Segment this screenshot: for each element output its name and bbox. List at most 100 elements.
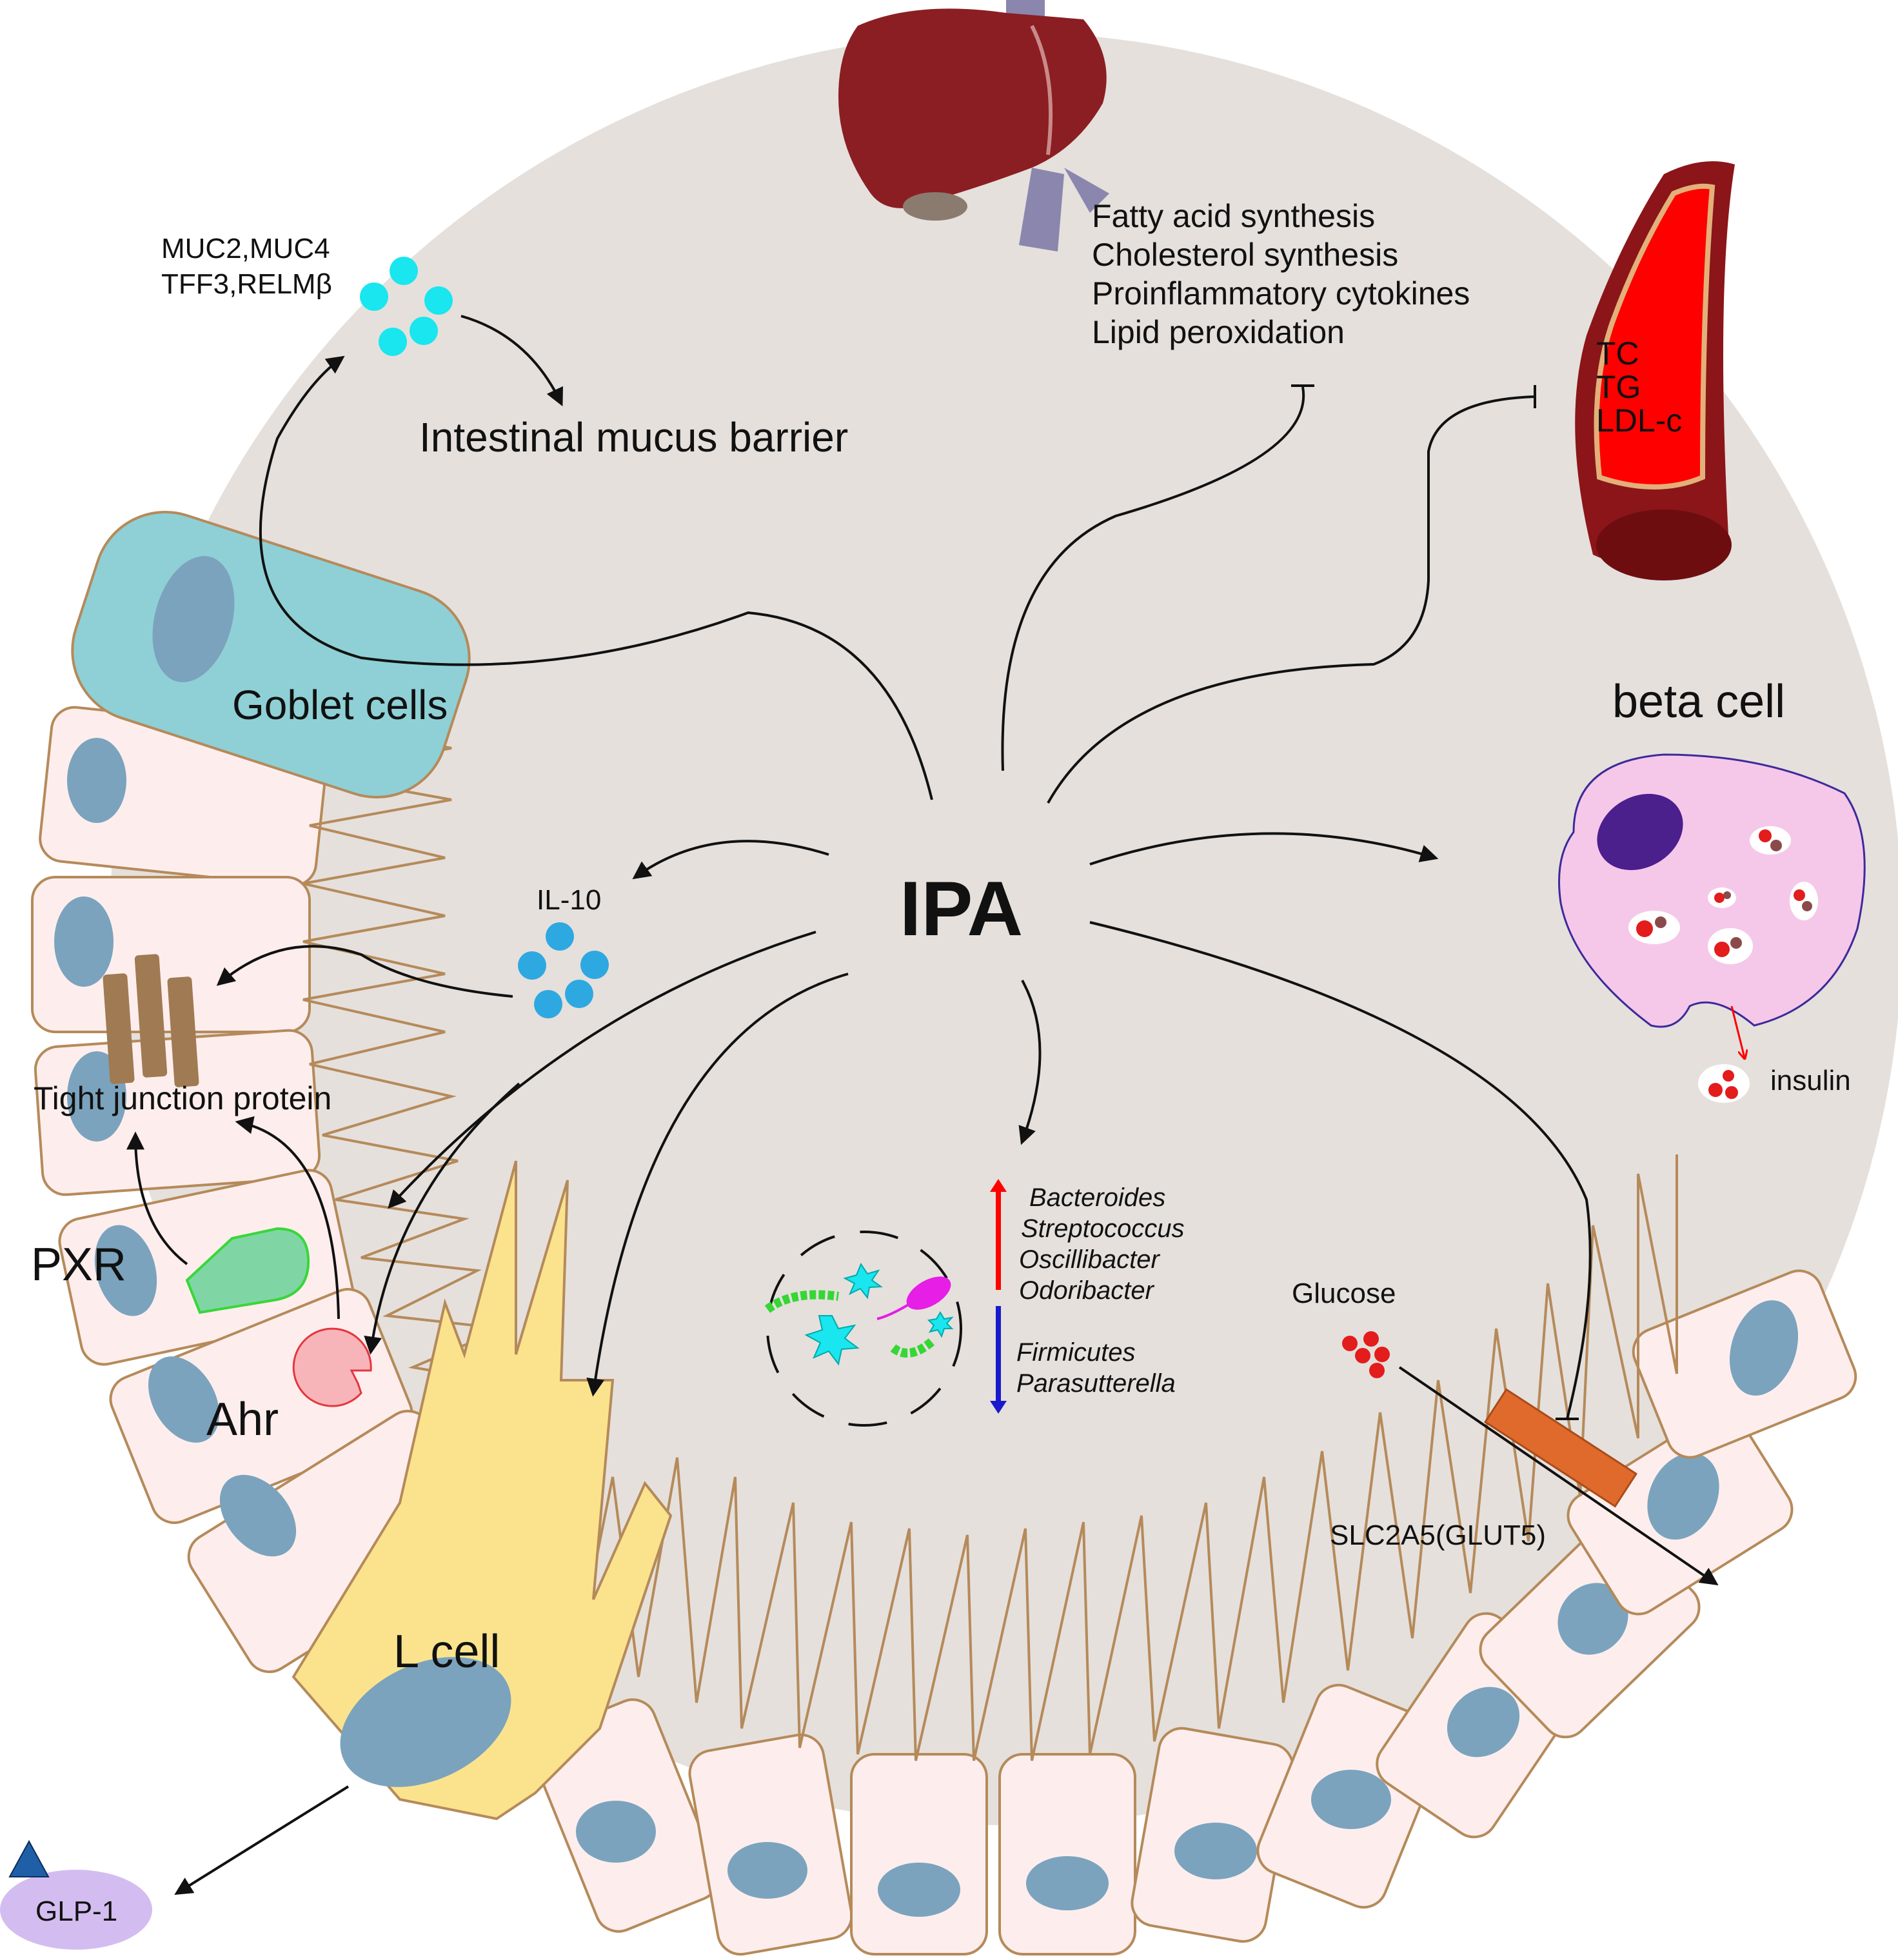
glut5-transporter (1483, 1388, 1638, 1508)
il10-dot (580, 951, 609, 979)
arrow-ipa-to-mucins (259, 355, 933, 800)
vessel-label: TC (1596, 335, 1639, 371)
insulin-granule-released (1698, 1064, 1750, 1103)
beta-cell-label: beta cell (1612, 676, 1785, 728)
arrow-ipa-to-pxr (388, 931, 816, 1209)
liver-effect-label: Lipid peroxidation (1092, 314, 1345, 350)
glp1-triangle (8, 1839, 50, 1877)
nucleus (148, 1356, 219, 1443)
liver-effect-label: Cholesterol synthesis (1092, 237, 1398, 273)
tight-junction-protein: Tight junction protein (34, 954, 331, 1116)
pxr-receptor: PXR (31, 1227, 310, 1314)
mucin-dot (379, 328, 407, 356)
increased-taxon: Odoribacter (1019, 1276, 1155, 1305)
bacterium (804, 1315, 860, 1366)
enterocyte (688, 1733, 853, 1956)
il10-dot (546, 922, 574, 951)
bacterium (764, 1290, 839, 1313)
arrow-ipa-to-beta (1089, 832, 1439, 866)
nucleus (1311, 1770, 1391, 1829)
mucin-dot (424, 286, 453, 315)
glucose-transport: Glucose SLC2A5(GLUT5) (1292, 1278, 1719, 1586)
nucleus (67, 738, 126, 823)
arrow-l-cell-to-glp1 (174, 1785, 350, 1895)
vessel-label: LDL-c (1596, 402, 1682, 439)
arrow-pxr-to-tight-junction (126, 1131, 188, 1265)
inhibit-liver-effects (1001, 386, 1305, 771)
barrier-label: Intestinal mucus barrier (419, 414, 848, 460)
nucleus (1447, 1687, 1520, 1757)
liver-effect-label: Fatty acid synthesis (1092, 198, 1375, 234)
bacterium (906, 1276, 951, 1310)
il10-dot (565, 980, 593, 1008)
glucose-uptake-arrow (1398, 1366, 1719, 1586)
insulin-label: insulin (1770, 1065, 1851, 1096)
decreased-taxon: Parasutterella (1016, 1369, 1176, 1398)
glucose-dot (1374, 1347, 1390, 1362)
mucins-line2: TFF3,RELMβ (161, 268, 332, 300)
epithelium-bottom (531, 1269, 1857, 1956)
arrow-mucins-to-barrier (460, 315, 564, 407)
liver-effect-label: Proinflammatory cytokines (1092, 275, 1470, 312)
mucin-dot (360, 282, 388, 311)
goblet-cells-label: Goblet cells (232, 682, 448, 728)
il10-label: IL-10 (537, 884, 601, 916)
liver (838, 0, 1109, 252)
microbiota (764, 1231, 962, 1427)
enterocyte (531, 1698, 720, 1933)
il10-dot (534, 990, 562, 1018)
nucleus (727, 1842, 807, 1899)
glp1-label: GLP-1 (35, 1896, 117, 1927)
l-cell-label: L cell (393, 1626, 500, 1678)
nucleus (878, 1863, 960, 1917)
decreased-taxon: Firmicutes (1016, 1338, 1135, 1367)
l-cell-nucleus (340, 1657, 511, 1787)
beta-cell: beta cell insulin (1558, 676, 1866, 1103)
goblet-cell: Goblet cells (71, 510, 471, 799)
tight-junction-label: Tight junction protein (34, 1080, 331, 1116)
il10: IL-10 (518, 884, 609, 1018)
arrow-ipa-to-il10 (632, 840, 829, 880)
blood-vessel: TC TG LDL-c (1575, 161, 1735, 580)
inhibit-vessel (1047, 395, 1536, 804)
glp1: GLP-1 (0, 1839, 152, 1950)
il10-dot (518, 951, 546, 980)
ipa-label: IPA (900, 866, 1023, 952)
mucin-dot (410, 317, 438, 345)
bacterium (927, 1311, 954, 1338)
l-cell: L cell (292, 1160, 673, 1821)
nucleus (219, 1474, 297, 1557)
nucleus (1647, 1452, 1719, 1540)
bacterium (890, 1338, 935, 1358)
glucose-dot (1363, 1331, 1379, 1347)
mucins-line1: MUC2,MUC4 (161, 233, 330, 264)
enterocyte (31, 876, 311, 1033)
insulin-release-arrow (1730, 1005, 1745, 1058)
mucins: MUC2,MUC4 TFF3,RELMβ (161, 233, 453, 356)
enterocyte (850, 1753, 988, 1955)
increased-taxon: Oscillibacter (1019, 1245, 1161, 1274)
enterocyte (998, 1753, 1136, 1955)
bacterium (843, 1262, 883, 1300)
nucleus (1026, 1856, 1109, 1910)
microbiota-boundary (766, 1231, 962, 1427)
microbiota-changes: Bacteroides Streptococcus Oscillibacter … (990, 1179, 1184, 1414)
arrow-ahr-to-tight-junction (235, 1116, 340, 1320)
enterocyte (1632, 1269, 1857, 1459)
nucleus (54, 896, 114, 987)
nucleus (1729, 1300, 1799, 1396)
arrow-ipa-to-ahr (364, 1082, 520, 1355)
arrow-il10-to-tight-junction (216, 945, 513, 998)
glucose-dot (1369, 1363, 1385, 1378)
vessel-label: TG (1596, 369, 1641, 405)
inhibit-glut5 (1089, 921, 1592, 1420)
transporter-label: SLC2A5(GLUT5) (1330, 1519, 1546, 1551)
ahr-label: Ahr (206, 1394, 279, 1445)
mucin-dot (390, 257, 418, 285)
glucose-label: Glucose (1292, 1278, 1396, 1309)
nucleus (576, 1801, 656, 1863)
nucleus (94, 1225, 157, 1316)
glucose-dot (1342, 1336, 1358, 1351)
enterocyte (1567, 1409, 1794, 1616)
